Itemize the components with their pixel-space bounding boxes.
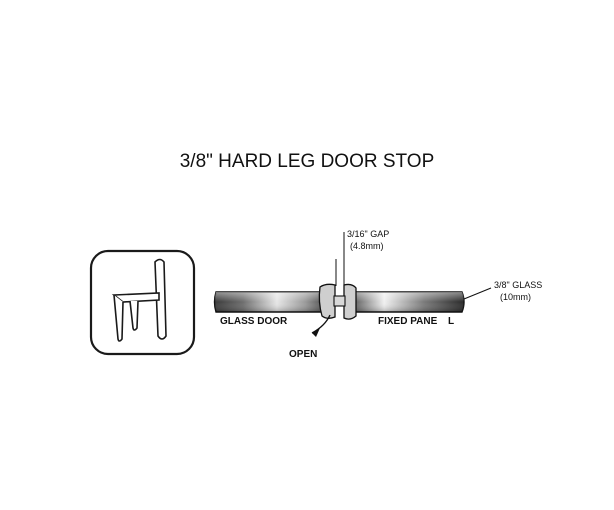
glass-door-label: GLASS DOOR: [220, 316, 288, 327]
fixed-pane: [349, 291, 465, 313]
gap-label: 3/16" GAP: [347, 229, 389, 239]
fixed-pane-label: FIXED PANE: [378, 316, 438, 327]
gap-dimension: [335, 232, 345, 286]
glass-thickness-mm-label: (10mm): [500, 292, 531, 302]
open-label: OPEN: [289, 349, 317, 360]
fixed-pane-suffix: L: [448, 316, 454, 327]
h-profile-icon: [89, 249, 196, 356]
curved-arrow-icon: [311, 314, 331, 337]
gap-mm-label: (4.8mm): [350, 241, 384, 251]
door-stop-gasket: [318, 283, 357, 320]
diagram-title: 3/8" HARD LEG DOOR STOP: [179, 151, 435, 172]
glass-thickness-leader: [463, 287, 492, 300]
glass-door-pane: [213, 291, 329, 313]
glass-thickness-label: 3/8" GLASS: [494, 280, 542, 290]
